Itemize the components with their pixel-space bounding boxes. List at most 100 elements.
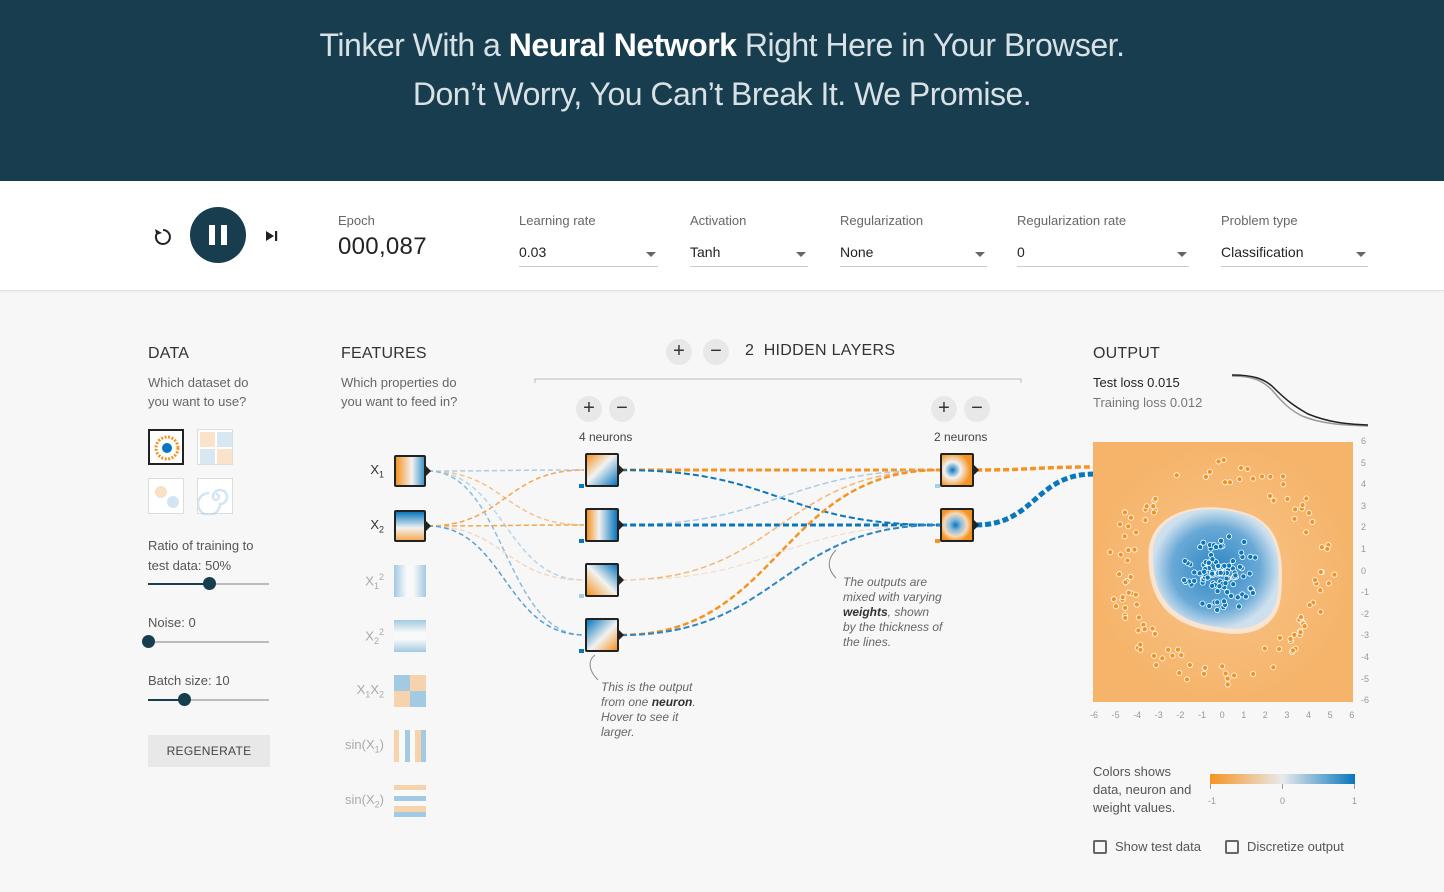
data-point-orange xyxy=(1173,472,1180,479)
link-m2-output[interactable] xyxy=(975,471,1095,528)
dataset-xor[interactable] xyxy=(197,429,233,465)
banner-line-2: Don’t Worry, You Can’t Break It. We Prom… xyxy=(412,76,1032,112)
x-tick-label: -5 xyxy=(1111,710,1120,720)
y-tick-label: -2 xyxy=(1361,608,1370,619)
data-point-blue xyxy=(1222,580,1229,587)
show-test-data-checkbox[interactable]: Show test data xyxy=(1093,839,1201,854)
link-n4-m2[interactable] xyxy=(620,524,941,636)
data-point-orange xyxy=(1117,551,1124,558)
link-x2-n4[interactable] xyxy=(427,525,585,636)
data-point-orange xyxy=(1137,646,1144,653)
feature-x1[interactable] xyxy=(394,455,426,487)
feature-x1-squared[interactable] xyxy=(394,565,426,597)
data-point-orange xyxy=(1270,497,1277,504)
epoch-display: Epoch 000,087 xyxy=(338,213,427,260)
hidden-layers-label: 2 HIDDEN LAYERS xyxy=(745,342,896,359)
dataset-spiral[interactable] xyxy=(197,478,233,515)
link-x1-n4[interactable] xyxy=(427,470,585,636)
link-x2-n2[interactable] xyxy=(427,524,585,527)
pause-icon xyxy=(209,225,215,245)
ratio-slider-handle[interactable] xyxy=(202,577,216,590)
problem-type-select[interactable]: Classification xyxy=(1221,243,1368,267)
checkbox-icon[interactable] xyxy=(1093,840,1107,854)
remove-layer-button[interactable]: − xyxy=(703,339,729,365)
data-point-blue xyxy=(1181,557,1188,564)
dataset-circle[interactable] xyxy=(148,429,184,465)
data-point-orange xyxy=(1127,573,1134,580)
ratio-slider[interactable] xyxy=(148,577,269,590)
y-tick-label: -1 xyxy=(1361,587,1370,598)
feature-x1x2[interactable] xyxy=(394,675,426,707)
link-n4-m1[interactable] xyxy=(620,468,941,637)
remove-neuron-layer2-button[interactable]: − xyxy=(964,396,990,422)
data-point-orange xyxy=(1222,479,1229,486)
data-point-orange xyxy=(1276,634,1283,641)
pause-button[interactable] xyxy=(190,207,246,263)
chevron-down-icon xyxy=(646,252,656,257)
data-point-blue xyxy=(1197,544,1204,551)
activation-label: Activation xyxy=(690,213,747,228)
bias-n3 xyxy=(579,594,584,598)
data-point-blue xyxy=(1242,593,1249,600)
legend-min: -1 xyxy=(1208,796,1217,806)
regularization-select[interactable]: None xyxy=(840,243,987,267)
link-m1-output[interactable] xyxy=(975,465,1095,472)
neuron-l2-n2[interactable] xyxy=(940,508,974,542)
discretize-output-checkbox[interactable]: Discretize output xyxy=(1225,839,1344,854)
data-point-orange xyxy=(1159,655,1166,662)
bias-m2 xyxy=(935,539,940,543)
neuron-l1-n4[interactable] xyxy=(585,618,619,652)
data-point-orange xyxy=(1150,509,1157,516)
feature-sin-x2[interactable] xyxy=(394,785,426,817)
feature-x2[interactable] xyxy=(394,510,426,542)
data-point-orange xyxy=(1220,456,1227,463)
reset-icon[interactable] xyxy=(152,226,174,248)
test-loss: Test loss 0.015 xyxy=(1093,375,1180,390)
chevron-down-icon xyxy=(1356,252,1366,257)
data-point-blue xyxy=(1209,582,1216,589)
link-x2-n1[interactable] xyxy=(427,469,585,527)
checkbox-icon[interactable] xyxy=(1225,840,1239,854)
neuron-l2-n1[interactable] xyxy=(940,453,974,487)
y-tick-label: 4 xyxy=(1361,479,1367,490)
remove-neuron-layer1-button[interactable]: − xyxy=(609,396,635,422)
batch-size-slider-handle[interactable] xyxy=(178,693,192,706)
feature-x2-squared[interactable] xyxy=(394,620,426,652)
learning-rate-select[interactable]: 0.03 xyxy=(519,243,658,267)
add-neuron-layer2-button[interactable]: + xyxy=(931,396,957,422)
bias-n4 xyxy=(579,649,584,653)
noise-slider-handle[interactable] xyxy=(142,635,155,648)
data-point-orange xyxy=(1122,604,1129,611)
data-point-orange xyxy=(1116,571,1123,578)
data-point-orange xyxy=(1165,646,1172,653)
link-n2-m1[interactable] xyxy=(620,469,941,526)
x-tick-label: 3 xyxy=(1284,710,1290,720)
add-neuron-layer1-button[interactable]: + xyxy=(576,396,602,422)
data-point-orange xyxy=(1152,495,1159,502)
data-point-orange xyxy=(1132,591,1139,598)
data-point-blue xyxy=(1247,585,1254,592)
feature-label-x2: X2 xyxy=(370,517,384,535)
step-icon[interactable] xyxy=(262,226,282,246)
neuron-l1-n2[interactable] xyxy=(585,508,619,542)
regularization-rate-select[interactable]: 0 xyxy=(1017,243,1189,267)
link-x2-n3[interactable] xyxy=(427,525,585,581)
batch-size-slider[interactable] xyxy=(148,693,269,706)
dataset-gaussian[interactable] xyxy=(148,478,184,514)
link-x1-n3[interactable] xyxy=(427,470,585,581)
feature-sin-x1[interactable] xyxy=(394,730,426,762)
link-n3-m1[interactable] xyxy=(620,469,941,581)
neuron-l1-n1[interactable] xyxy=(585,453,619,487)
regenerate-button[interactable]: REGENERATE xyxy=(148,735,270,767)
activation-field: Activation Tanh xyxy=(690,213,808,267)
data-point-blue xyxy=(1241,538,1248,545)
neuron-l1-n3[interactable] xyxy=(585,563,619,597)
activation-select[interactable]: Tanh xyxy=(690,243,808,267)
banner-line-1: Tinker With a Neural Network Right Here … xyxy=(319,27,1125,63)
noise-slider[interactable] xyxy=(142,635,269,648)
add-layer-button[interactable]: + xyxy=(666,339,692,365)
link-x1-n1[interactable] xyxy=(427,469,585,472)
data-point-orange xyxy=(1287,635,1294,642)
